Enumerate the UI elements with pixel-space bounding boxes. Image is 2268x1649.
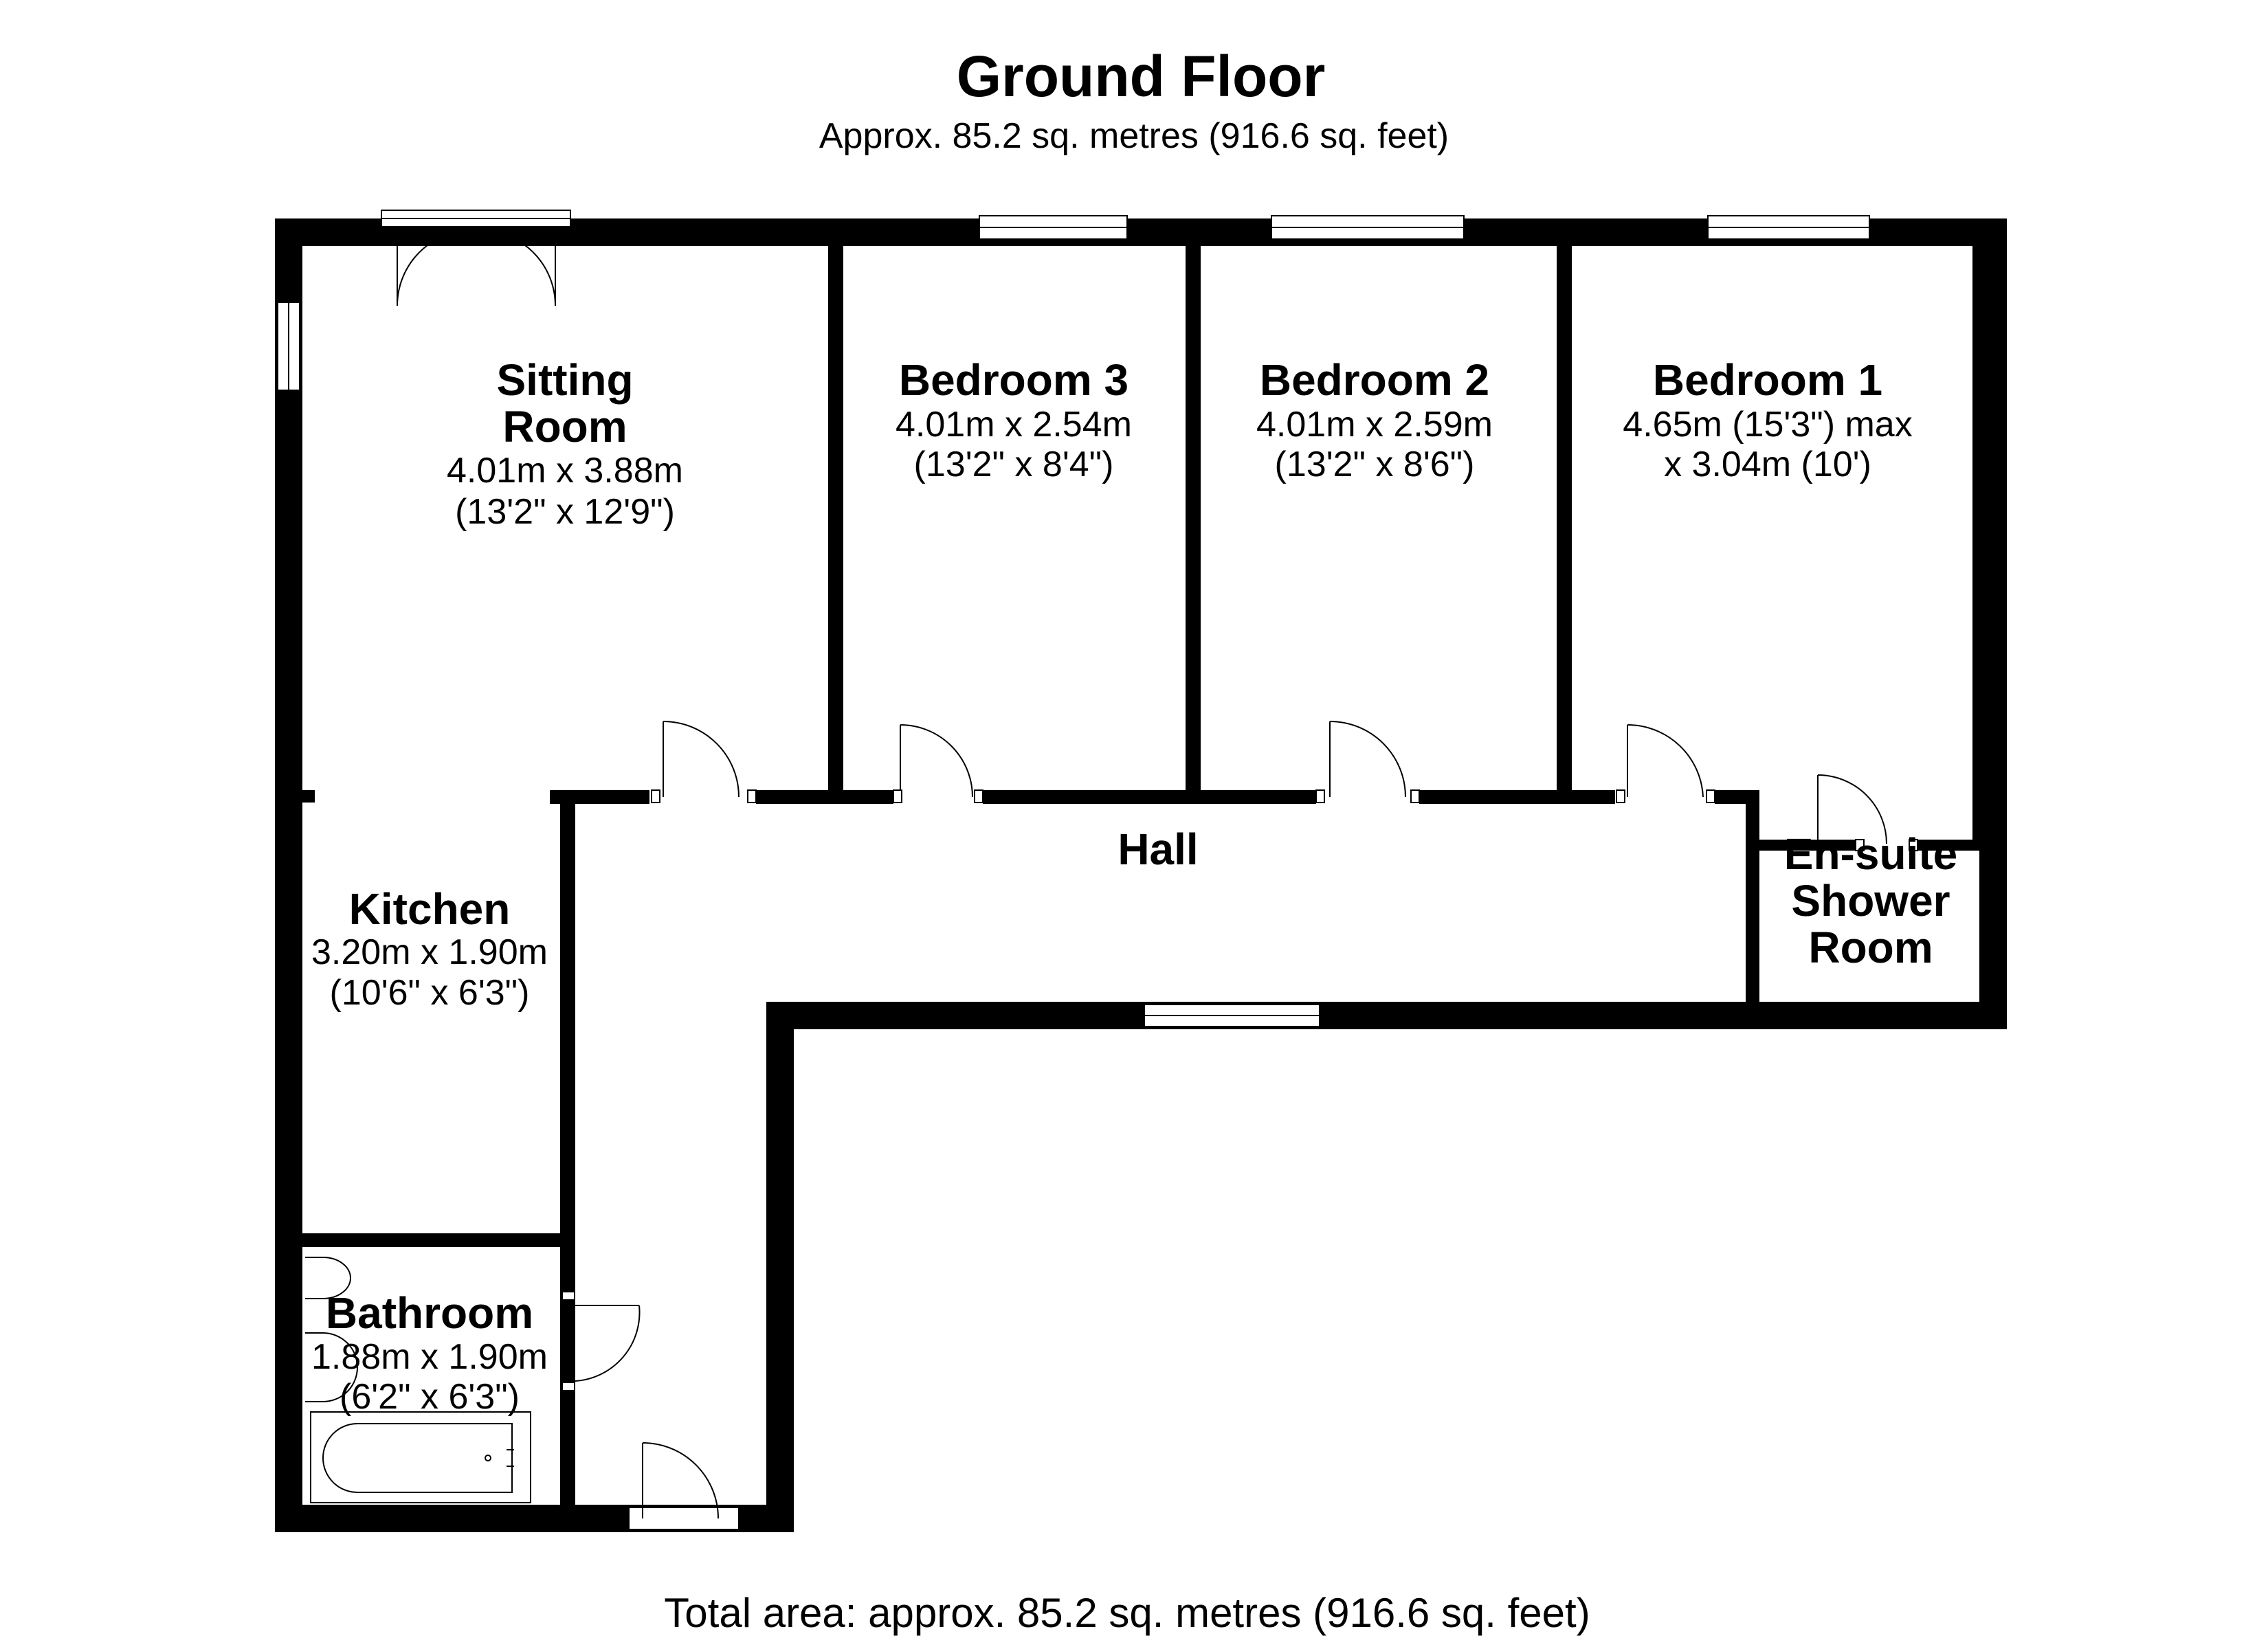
kitchen-right-wall [560,790,575,1505]
doors [397,229,1918,1519]
floor-title: Ground Floor [957,44,1326,109]
partition-sitting-bed3 [828,218,843,797]
total-area: Total area: approx. 85.2 sq. metres (916… [664,1590,1590,1636]
sitting-room-name-1: Sitting [496,355,633,405]
ensuite-name-2: Shower [1791,876,1950,926]
floor-area-subtitle: Approx. 85.2 sq. metres (916.6 sq. feet) [819,116,1449,156]
kitchen-dim-metric: 3.20m x 1.90m [311,932,548,972]
bath [310,1411,531,1503]
hall-top-wall-2 [756,790,893,804]
sitting-room-name-2: Room [502,402,627,451]
ensuite-left-wall [1746,790,1759,1002]
partition-bed3-bed2 [1186,218,1201,797]
sitting-room-dim-metric: 4.01m x 3.88m [447,451,683,491]
bathroom-dim-imperial: (6'2" x 6'3") [340,1377,520,1417]
hall-name: Hall [1118,824,1198,874]
bathroom-dim-metric: 1.88m x 1.90m [311,1337,548,1377]
partition-bed1-inner-right [1972,218,1985,851]
hall-top-wall-4 [1419,790,1615,804]
bathroom-fixtures [305,1257,531,1503]
ensuite-top-wall-left [1759,840,1856,851]
bedroom3-name: Bedroom 3 [899,355,1129,405]
kitchen-name: Kitchen [349,884,511,934]
bedroom2-dim-imperial: (13'2" x 8'6") [1275,445,1475,484]
bedroom3-dim-imperial: (13'2" x 8'4") [914,445,1114,484]
room-labels: Sitting Room 4.01m x 3.88m (13'2" x 12'9… [311,355,1957,1417]
kitchen-bathroom-wall [302,1233,575,1247]
basin [305,1332,358,1402]
ensuite-top-wall-right [1917,840,1985,851]
bathroom-name: Bathroom [326,1288,533,1338]
french-door-right-swing [479,229,556,306]
wing-right-wall [766,1002,794,1532]
hall-top-wall-3 [983,790,1316,804]
windows [277,210,1870,1530]
partition-bed2-bed1 [1557,218,1572,797]
ensuite-name-3: Room [1808,923,1933,972]
left-wall [275,218,302,1532]
bedroom1-dim-line1: 4.65m (15'3") max [1623,405,1912,445]
sitting-room-dim-imperial: (13'2" x 12'9") [455,492,675,532]
hall-bottom-wall [766,1002,2007,1029]
bedroom2-dim-metric: 4.01m x 2.59m [1256,405,1493,445]
entrance-door-frame [628,1507,740,1530]
bedroom1-name: Bedroom 1 [1653,355,1882,405]
walls [275,218,2007,1532]
ensuite-name-1: En-suite [1784,829,1957,879]
kitchen-dim-imperial: (10'6" x 6'3") [330,973,530,1013]
sitting-kitchen-stub [302,790,315,803]
bedroom1-dim-line2: x 3.04m (10') [1664,445,1871,484]
bedroom2-name: Bedroom 2 [1260,355,1489,405]
bedroom3-dim-metric: 4.01m x 2.54m [896,405,1132,445]
toilet [305,1257,351,1299]
french-door-left-swing [397,229,474,306]
